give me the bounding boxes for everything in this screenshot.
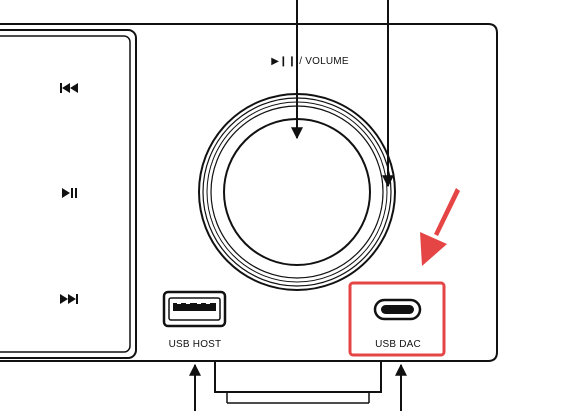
- next-track-icon[interactable]: [60, 294, 78, 304]
- usb-dac-label: USB DAC: [375, 339, 421, 350]
- usb-dac-highlight: [348, 281, 446, 357]
- red-pointer-arrow: [420, 188, 460, 266]
- touch-panel-outer: [0, 29, 137, 359]
- usb-host-port[interactable]: [162, 290, 227, 328]
- previous-track-icon[interactable]: [60, 83, 78, 93]
- play-volume-label: ▶❙❙ / VOLUME: [271, 56, 349, 67]
- device-body: [0, 23, 498, 362]
- usb-host-label: USB HOST: [169, 339, 222, 350]
- usb-dac-port[interactable]: [373, 298, 422, 321]
- device-base: [214, 361, 382, 393]
- touch-panel-inner: [0, 35, 131, 353]
- play-pause-icon[interactable]: [62, 188, 77, 198]
